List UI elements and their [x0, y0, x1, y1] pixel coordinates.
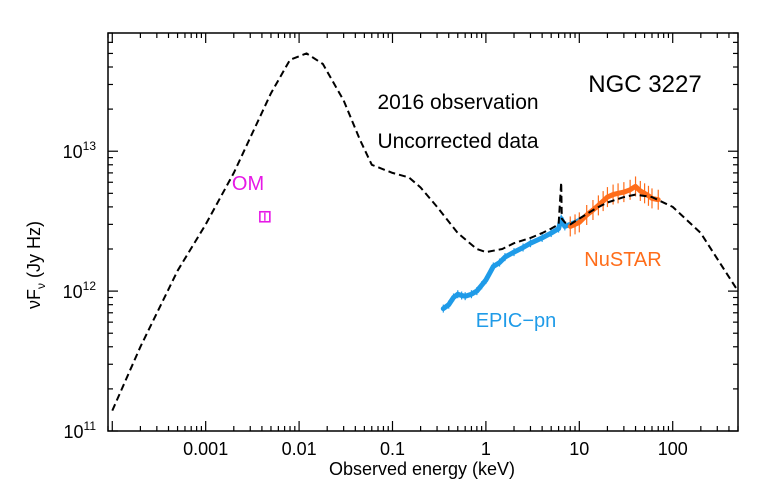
label-epic-pn: EPIC−pn	[476, 310, 557, 332]
y-axis-label-unit: (Jy Hz)	[24, 221, 44, 278]
y-tick-label: 1013	[63, 139, 97, 162]
x-tick-label: 1	[481, 439, 491, 459]
x-axis-label: Observed energy (keV)	[329, 459, 515, 479]
om-point	[259, 210, 271, 223]
plot-frame	[107, 32, 739, 432]
y-tick-base: 10	[64, 422, 84, 442]
model-curve	[111, 52, 739, 412]
y-axis-label: νFν (Jy Hz)	[24, 221, 48, 309]
chart-title: NGC 3227	[588, 71, 701, 98]
y-tick-label: 1012	[63, 279, 97, 302]
svg-text:νFν(Jy Hz): νFν (Jy Hz)	[24, 221, 48, 309]
x-tick-labels: 0.001 0.01 0.1 1 10 100	[183, 439, 688, 459]
y-tick-base: 10	[63, 142, 83, 162]
y-tick-exponent: 13	[83, 139, 97, 153]
label-nustar: NuSTAR	[584, 249, 661, 271]
y-tick-label: 1011	[64, 419, 97, 442]
axis-ticks	[107, 32, 739, 432]
y-tick-exponent: 12	[83, 279, 97, 293]
x-tick-label: 0.1	[380, 439, 405, 459]
x-tick-label: 0.001	[183, 439, 228, 459]
nustar-data	[567, 183, 661, 229]
annotation-uncorrected: Uncorrected data	[377, 130, 538, 153]
x-tick-label: 100	[658, 439, 688, 459]
y-axis-label-main: νF	[24, 289, 44, 309]
x-tick-label: 0.01	[282, 439, 317, 459]
label-om: OM	[232, 173, 264, 195]
y-tick-exponent: 11	[84, 419, 97, 433]
annotation-observation: 2016 observation	[377, 91, 538, 114]
series-layer	[111, 52, 739, 412]
y-axis-label-sub: ν	[34, 283, 48, 289]
x-tick-label: 10	[569, 439, 589, 459]
y-tick-base: 10	[63, 282, 83, 302]
